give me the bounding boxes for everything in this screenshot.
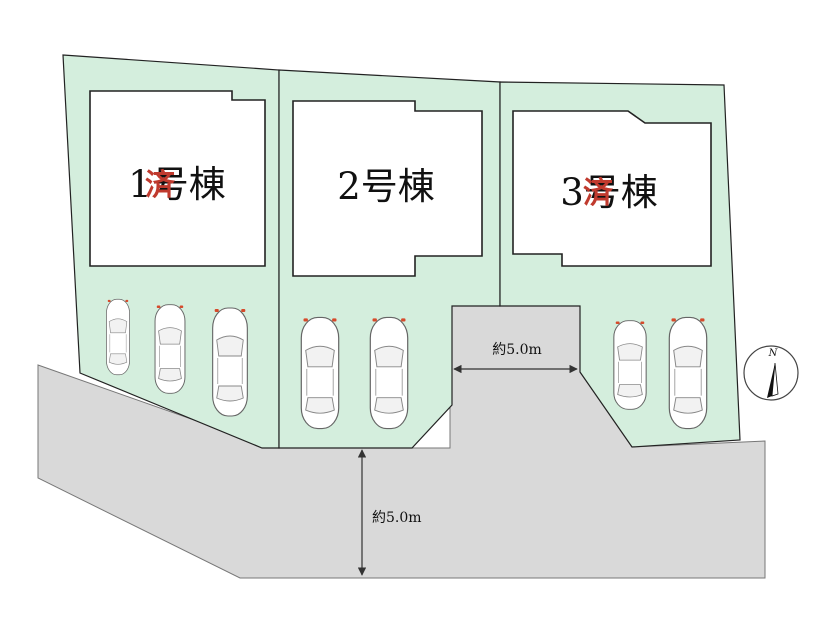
house-3-footprint xyxy=(512,110,712,267)
car-1b xyxy=(154,304,186,394)
car-1c xyxy=(212,307,248,417)
north-compass-icon: N xyxy=(743,345,799,401)
house-1-footprint xyxy=(89,90,266,267)
lot-1-sold-mark: 済 xyxy=(145,168,176,203)
road-width-label: 約5.0m xyxy=(372,510,422,526)
lot-3-sold-mark: 済 xyxy=(583,176,614,211)
lot-2-label: 2号棟 xyxy=(337,165,435,208)
driveway-width-label: 約5.0m xyxy=(492,342,542,358)
house-2-footprint xyxy=(292,100,483,277)
lot-1-label: 1号棟 xyxy=(128,163,226,206)
car-1a xyxy=(106,298,130,376)
car-2a xyxy=(300,316,340,430)
lot-3-label: 3号棟 xyxy=(560,171,658,214)
car-2b xyxy=(369,316,409,430)
compass-north-label: N xyxy=(768,348,779,359)
car-3b xyxy=(668,316,708,430)
car-3a xyxy=(613,320,647,410)
